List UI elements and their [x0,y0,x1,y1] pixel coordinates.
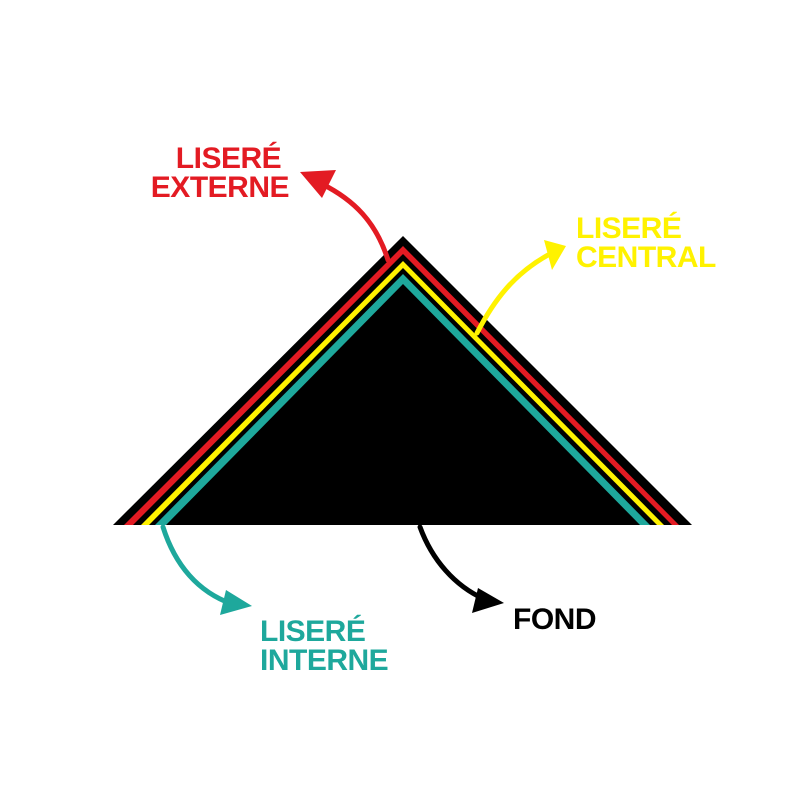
label-central-trim-line1: LISERÉ [576,211,681,245]
arrow-background [417,524,504,613]
label-central-trim: LISERÉ CENTRAL [576,211,716,274]
arrow-background-head [472,588,504,613]
arrow-central-shaft [474,252,551,336]
arrow-outer-head [300,170,336,198]
arrow-central [474,240,566,336]
label-outer-trim-line1: LISERÉ [176,141,281,175]
arrow-central-head [544,240,566,270]
background-fill [166,284,640,525]
arrow-outer-shaft [319,181,391,263]
label-background-line1: FOND [513,603,596,636]
label-inner-trim: LISERÉ INTERNE [260,614,388,677]
label-central-trim-line2: CENTRAL [576,241,716,274]
arrow-background-shaft [417,524,487,602]
label-inner-trim-line1: LISERÉ [260,614,365,648]
label-background: FOND [513,603,596,636]
arrow-outer [300,170,391,263]
label-outer-trim: LISERÉ EXTERNE [151,141,289,204]
label-outer-trim-line2: EXTERNE [151,171,289,204]
arrow-inner [160,524,252,615]
arrow-inner-shaft [160,524,235,607]
pennant-shape [113,236,692,525]
arrow-inner-head [220,590,252,615]
label-inner-trim-line2: INTERNE [260,644,388,677]
